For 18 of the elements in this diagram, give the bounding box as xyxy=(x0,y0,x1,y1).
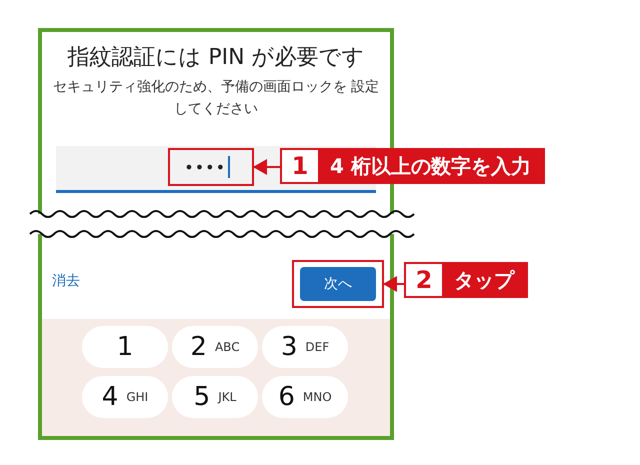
keypad-key: 3 DEF xyxy=(262,326,348,368)
screen-title: 指紋認証には PIN が必要です xyxy=(66,44,366,72)
keypad-key: 1 xyxy=(82,326,168,368)
callout-text: タップ xyxy=(453,266,516,294)
next-button-highlight xyxy=(292,260,384,308)
keypad-key: 6 MNO xyxy=(262,376,348,418)
next-button: 次へ xyxy=(300,267,376,301)
keypad-key: 2 ABC xyxy=(172,326,258,368)
keypad-key: 5 JKL xyxy=(172,376,258,418)
clear-link: 消去 xyxy=(52,272,80,290)
callout-pointer xyxy=(383,276,404,292)
callout-pointer xyxy=(253,159,280,175)
callout-text: 4 桁以上の数字を入力 xyxy=(329,152,532,180)
screen-message: セキュリティ強化のため、予備の画面ロックを 設定してください xyxy=(52,78,380,119)
pin-entry-highlight: •••• xyxy=(168,148,254,186)
keypad-key: 4 GHI xyxy=(82,376,168,418)
callout-number: 2 xyxy=(406,264,442,296)
callout-number: 1 xyxy=(282,150,318,182)
